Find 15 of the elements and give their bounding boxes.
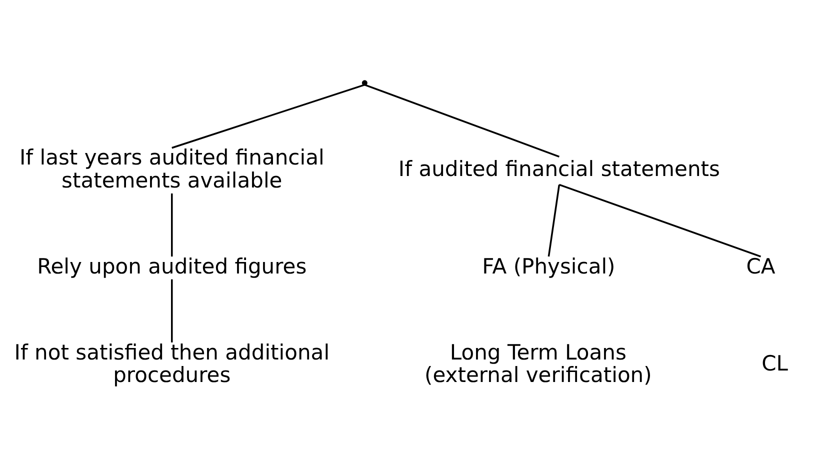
node-text: If last years audited financial statements available xyxy=(19,144,324,192)
label: CL xyxy=(762,350,788,376)
label: Long Term Loans (external verification) xyxy=(424,338,652,387)
connector xyxy=(171,278,173,342)
node-text: CA xyxy=(746,252,776,278)
node-text: If audited financial statements xyxy=(398,156,720,181)
connector xyxy=(171,192,173,256)
connector xyxy=(172,83,365,148)
connector xyxy=(364,83,560,157)
connector xyxy=(548,184,560,256)
node-point xyxy=(362,80,368,86)
node-text: If not satisfied then additional procedures xyxy=(14,338,330,387)
connector xyxy=(558,183,762,257)
node-text: Rely upon audited figures xyxy=(37,252,307,278)
node-text: FA (Physical) xyxy=(482,252,616,278)
